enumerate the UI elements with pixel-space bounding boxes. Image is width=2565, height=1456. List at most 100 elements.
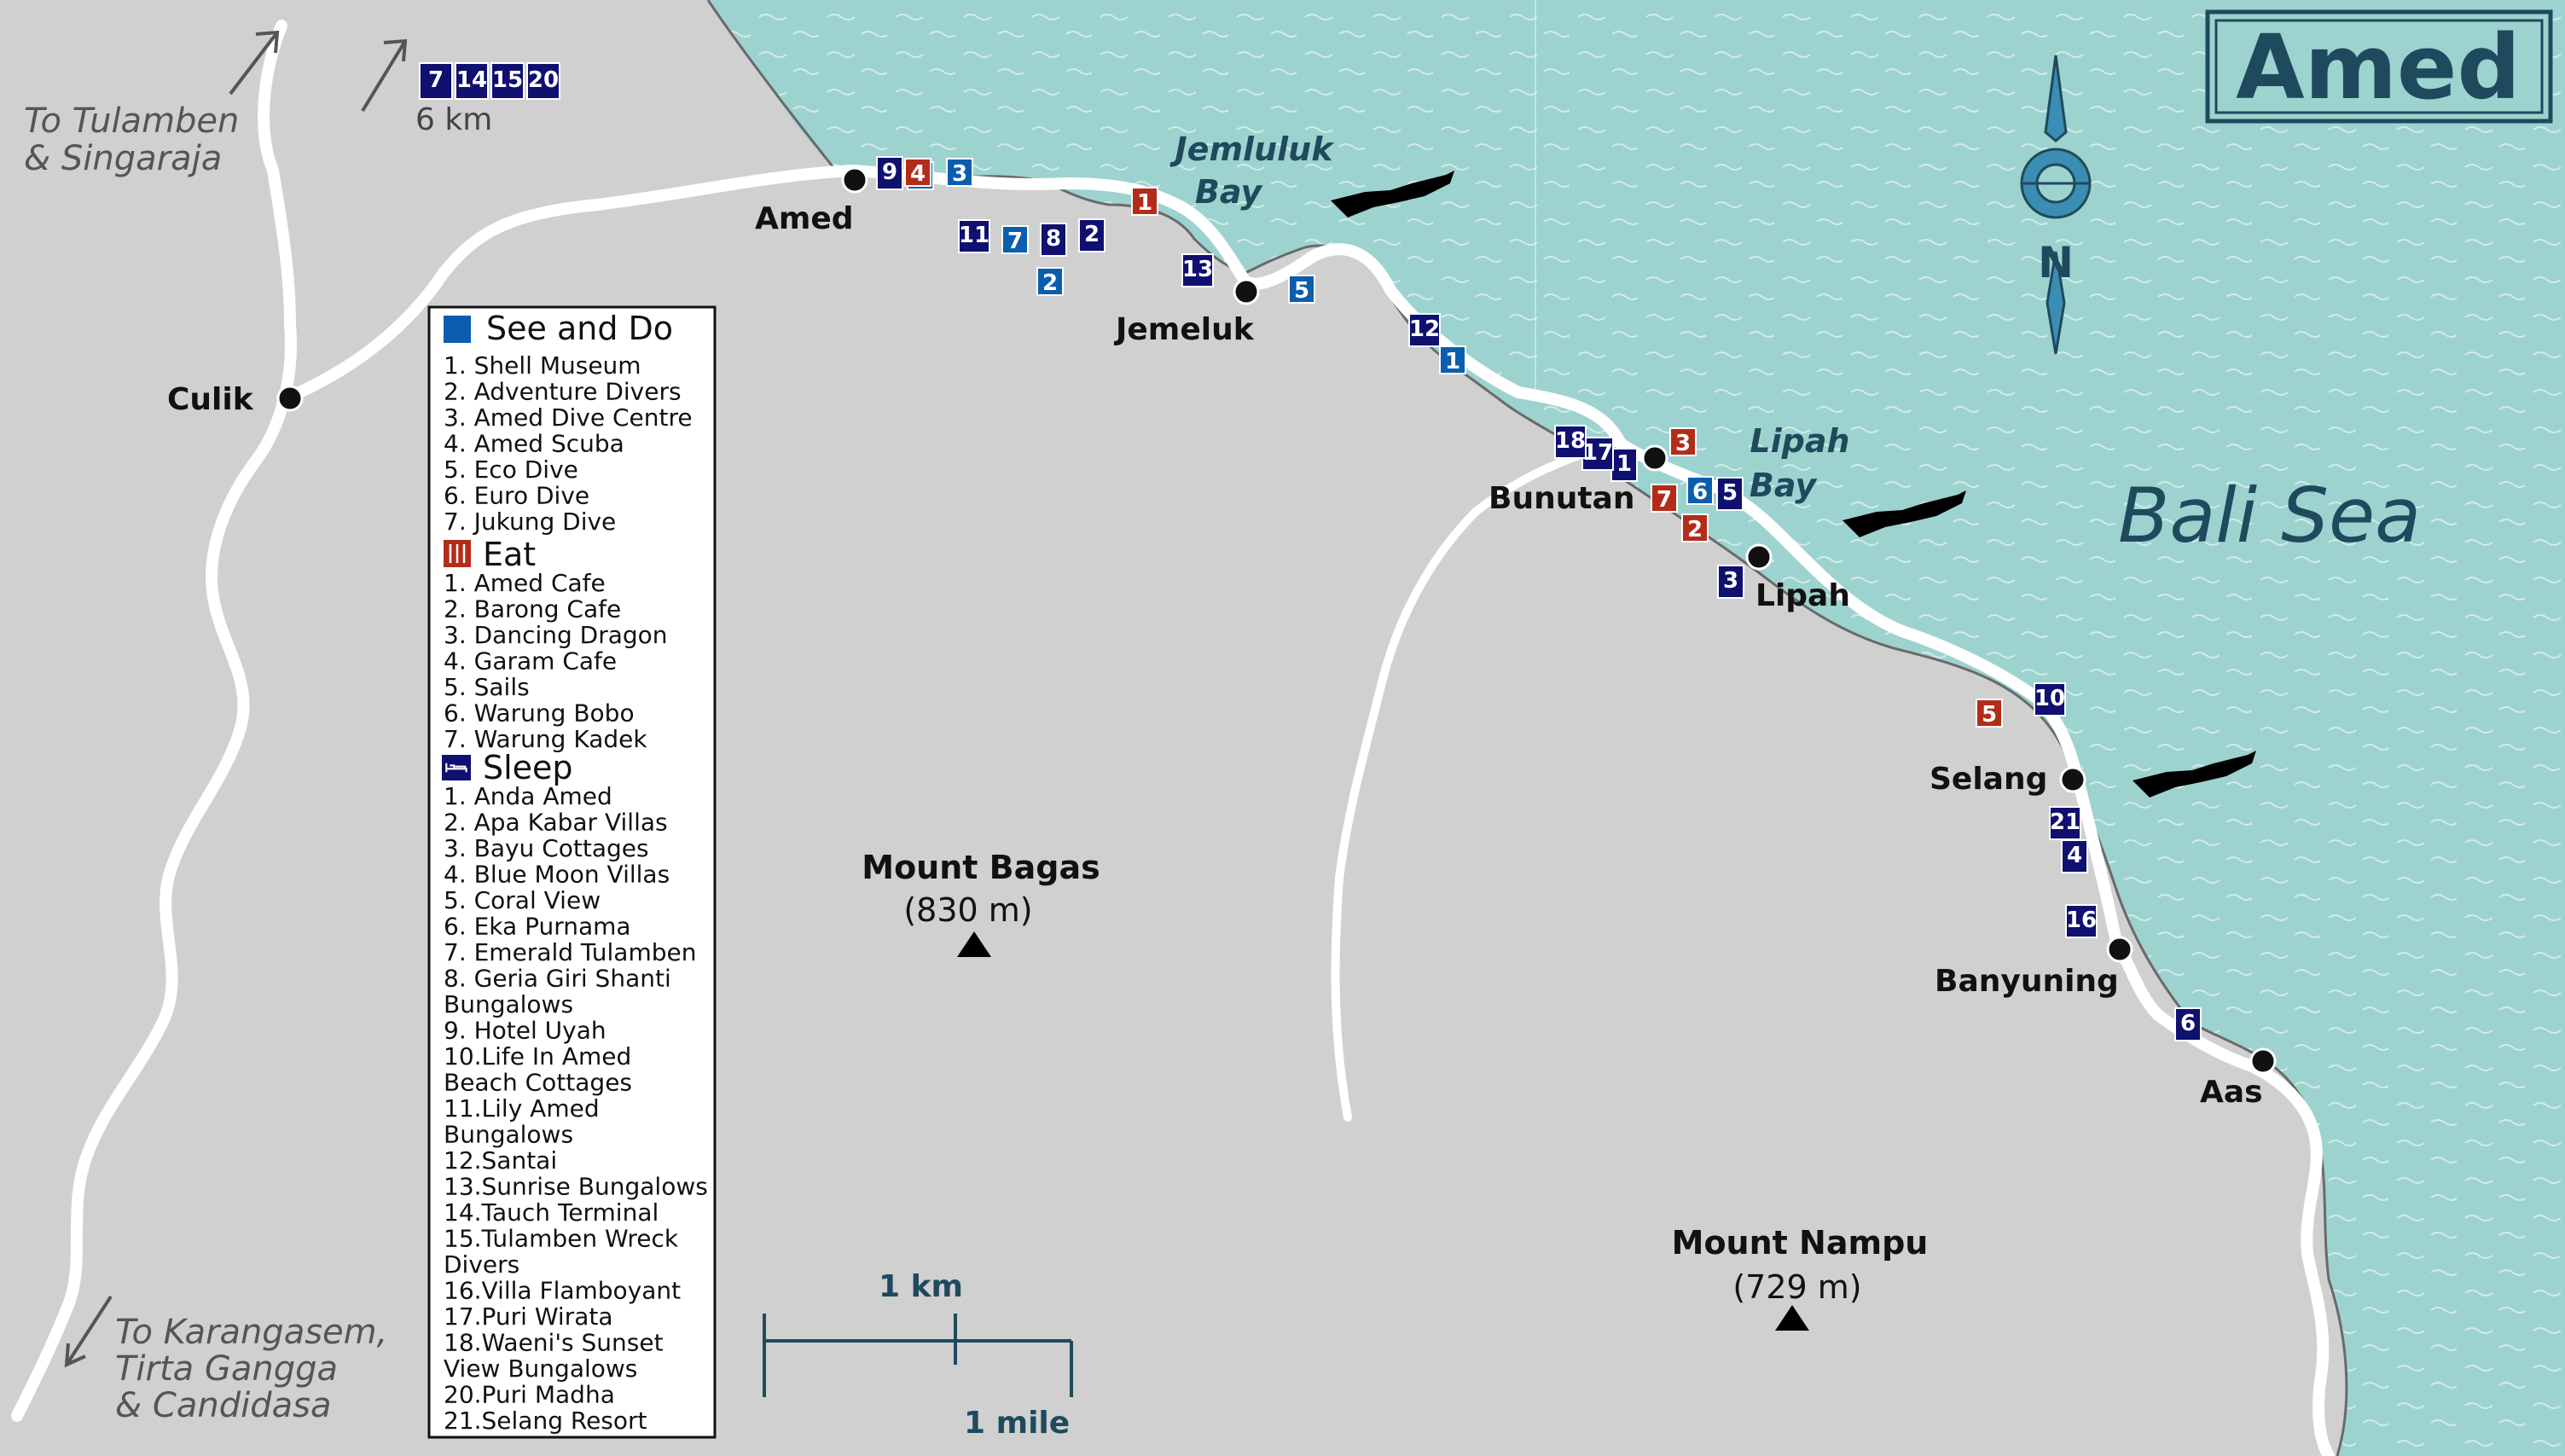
see-marker-label: 7 bbox=[1007, 229, 1023, 254]
sleep-item: 11.Lily Amed bbox=[444, 1094, 600, 1122]
sleep-item: 5. Coral View bbox=[444, 886, 601, 914]
distance-badge-label: 20 bbox=[528, 67, 559, 93]
sleep-marker-9[interactable]: 9 bbox=[876, 156, 903, 190]
sleep-item: 17.Puri Wirata bbox=[444, 1302, 613, 1331]
sleep-item: Bungalows bbox=[444, 990, 573, 1018]
eat-item: 7. Warung Kadek bbox=[444, 725, 647, 753]
distance-badge bbox=[419, 62, 453, 100]
place-label-amed: Amed bbox=[755, 201, 854, 236]
sleep-marker-1[interactable]: 1 bbox=[1610, 448, 1638, 482]
scale-mile-label: 1 mile bbox=[964, 1406, 1070, 1441]
sleep-marker-2[interactable]: 2 bbox=[1078, 218, 1106, 252]
mountain-nampu-height: (729 m) bbox=[1732, 1268, 1861, 1306]
see-marker-1[interactable]: 1 bbox=[1439, 345, 1466, 374]
compass-icon bbox=[2020, 55, 2092, 355]
diver-icons bbox=[1331, 171, 2256, 798]
eat-marker-1[interactable]: 1 bbox=[1131, 187, 1158, 216]
sleep-item: 13.Sunrise Bungalows bbox=[444, 1173, 708, 1201]
legend-sleep-heading: Sleep bbox=[483, 749, 573, 786]
see-item: 4. Amed Scuba bbox=[444, 430, 624, 458]
sleep-item: 21.Selang Resort bbox=[444, 1407, 647, 1435]
sleep-marker-label: 11 bbox=[959, 223, 989, 248]
legend-box bbox=[427, 305, 717, 1439]
sleep-item: 14.Tauch Terminal bbox=[444, 1198, 659, 1227]
place-label-culik: Culik bbox=[167, 382, 254, 417]
sleep-item: 1. Anda Amed bbox=[444, 782, 612, 810]
see-marker-3[interactable]: 3 bbox=[946, 158, 973, 187]
sleep-marker-label: 2 bbox=[1084, 222, 1100, 247]
distance-badge bbox=[490, 62, 525, 100]
distance-badge-label: 14 bbox=[456, 67, 487, 93]
see-marker-label: 6 bbox=[1692, 479, 1708, 505]
eat-marker-label: 1 bbox=[1137, 190, 1152, 216]
sleep-marker-label: 4 bbox=[2067, 843, 2082, 868]
sleep-marker-label: 8 bbox=[1046, 226, 1061, 252]
distance-badge bbox=[526, 62, 560, 100]
sleep-marker-label: 13 bbox=[1182, 257, 1213, 282]
sleep-item: 18.Waeni's Sunset bbox=[444, 1329, 664, 1357]
place-label-lipah: Lipah bbox=[1755, 578, 1850, 613]
sleep-marker-5[interactable]: 5 bbox=[1716, 477, 1744, 511]
eat-item: 5. Sails bbox=[444, 673, 530, 701]
sleep-marker-18[interactable]: 18 bbox=[1554, 425, 1587, 459]
see-item: 7. Jukung Dive bbox=[444, 508, 616, 536]
see-marker-5[interactable]: 5 bbox=[1288, 275, 1315, 304]
sleep-item: 8. Geria Giri Shanti bbox=[444, 965, 671, 993]
sleep-marker-10[interactable]: 10 bbox=[2034, 682, 2066, 716]
sleep-item: 20.Puri Madha bbox=[444, 1381, 615, 1409]
eat-marker-5[interactable]: 5 bbox=[1976, 699, 2003, 728]
eat-marker-label: 2 bbox=[1687, 517, 1703, 542]
bay-jemluluk-line: Jemluluk bbox=[1169, 131, 1336, 168]
eat-marker-4[interactable]: 4 bbox=[904, 158, 931, 187]
sleep-marker-6[interactable]: 6 bbox=[2174, 1007, 2202, 1041]
place-label-selang: Selang bbox=[1930, 762, 2047, 797]
sleep-marker-21[interactable]: 21 bbox=[2049, 806, 2081, 840]
map-markers: 1234567123457123456891011121316171821 bbox=[876, 156, 2202, 1041]
sleep-item: 6. Eka Purnama bbox=[444, 913, 631, 941]
eat-marker-2[interactable]: 2 bbox=[1681, 513, 1709, 542]
arrow-northeast-icon-2 bbox=[361, 38, 408, 113]
sleep-marker-label: 3 bbox=[1723, 568, 1738, 594]
distance-6km: 6 km bbox=[415, 102, 492, 137]
eat-marker-3[interactable]: 3 bbox=[1669, 427, 1697, 456]
place-label-banyuning: Banyuning bbox=[1935, 964, 2119, 999]
sleep-marker-16[interactable]: 16 bbox=[2065, 904, 2098, 938]
scale-bar bbox=[763, 1314, 1073, 1397]
sleep-item: 12.Santai bbox=[444, 1146, 557, 1175]
sleep-marker-12[interactable]: 12 bbox=[1408, 313, 1441, 347]
see-marker-7[interactable]: 7 bbox=[1001, 225, 1029, 254]
sleep-item: 3. Bayu Cottages bbox=[444, 834, 649, 862]
sleep-marker-13[interactable]: 13 bbox=[1181, 253, 1214, 287]
sleep-marker-label: 1 bbox=[1616, 451, 1632, 477]
sleep-marker-17[interactable]: 17 bbox=[1581, 437, 1614, 471]
scale-km-label: 1 km bbox=[879, 1269, 963, 1304]
see-legend-icon bbox=[444, 316, 471, 343]
see-item: 6. Euro Dive bbox=[444, 482, 589, 510]
legend-see-heading: See and Do bbox=[486, 310, 673, 347]
sleep-item: 9. Hotel Uyah bbox=[444, 1017, 606, 1045]
sleep-item: 10.Life In Amed bbox=[444, 1042, 631, 1070]
sleep-marker-3[interactable]: 3 bbox=[1717, 565, 1744, 599]
eat-marker-7[interactable]: 7 bbox=[1651, 484, 1678, 513]
see-marker-label: 5 bbox=[1294, 278, 1309, 304]
see-marker-2[interactable]: 2 bbox=[1036, 267, 1064, 296]
see-marker-label: 2 bbox=[1042, 270, 1058, 296]
see-marker-label: 1 bbox=[1445, 349, 1460, 374]
sleep-marker-4[interactable]: 4 bbox=[2061, 839, 2088, 873]
eat-marker-label: 7 bbox=[1657, 487, 1672, 513]
sleep-marker-8[interactable]: 8 bbox=[1040, 223, 1067, 257]
mountain-bagas-icon bbox=[957, 931, 991, 957]
place-label-aas: Aas bbox=[2200, 1075, 2263, 1110]
eat-marker-label: 3 bbox=[1675, 431, 1691, 456]
sleep-item: Beach Cottages bbox=[444, 1069, 632, 1097]
sleep-item: Bungalows bbox=[444, 1121, 573, 1149]
sleep-marker-11[interactable]: 11 bbox=[958, 219, 990, 253]
sleep-marker-label: 10 bbox=[2034, 686, 2065, 711]
see-item: 5. Eco Dive bbox=[444, 455, 578, 484]
sleep-marker-label: 6 bbox=[2180, 1011, 2196, 1036]
see-marker-6[interactable]: 6 bbox=[1686, 476, 1714, 505]
distance-badge-label: 7 bbox=[428, 67, 444, 93]
